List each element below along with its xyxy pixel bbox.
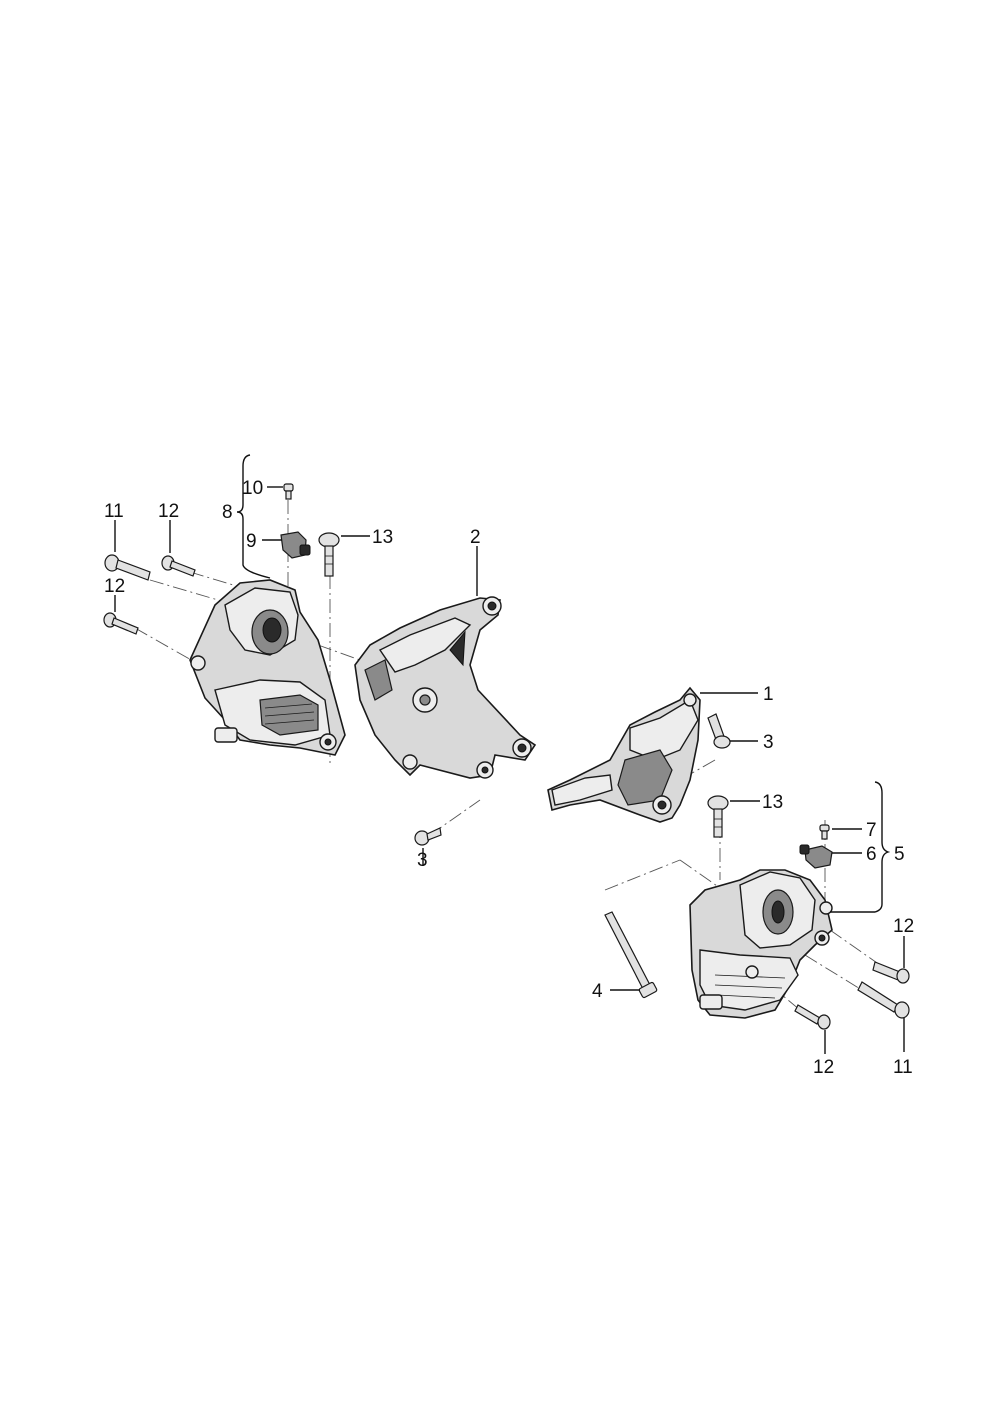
bolt-3-right: [707, 713, 731, 749]
callout-11-right: 11: [893, 1057, 913, 1078]
left-engine-mount: [189, 579, 346, 756]
callout-2: 2: [470, 527, 481, 548]
callout-11-left: 11: [104, 501, 124, 522]
bracket-2: [354, 596, 537, 779]
assembly-braces: [236, 454, 891, 913]
callout-12-left-lower: 12: [104, 576, 125, 597]
screw-10: [283, 483, 294, 500]
callout-12-left-upper: 12: [158, 501, 179, 522]
callout-13-left: 13: [372, 527, 393, 548]
leader-lines: [114, 486, 905, 1054]
callout-labels: 11 12 12 8 10 9 13 2 3 1 3 13 7 6 5 4 12…: [104, 478, 914, 1078]
fasteners: [103, 483, 910, 1030]
bolt-4: [604, 911, 658, 999]
bolt-11-left: [104, 554, 151, 581]
callout-5: 5: [894, 844, 905, 865]
callout-3-left: 3: [417, 850, 428, 871]
clip-6: [799, 844, 833, 869]
callout-8: 8: [222, 502, 233, 523]
right-engine-mount: [689, 869, 833, 1019]
bolt-3-left: [414, 827, 442, 846]
bolt-13-right: [707, 795, 729, 838]
bracket-1: [547, 686, 701, 823]
bolt-13-left: [318, 532, 340, 577]
bolt-11-right: [857, 981, 910, 1019]
screw-7: [819, 824, 830, 840]
callout-12-right-lower: 12: [813, 1057, 834, 1078]
callout-12-right-upper: 12: [893, 916, 914, 937]
clip-9: [280, 531, 311, 559]
bolt-12-left-lower: [103, 612, 139, 635]
bolt-12-left-upper: [161, 555, 196, 577]
callout-7: 7: [866, 820, 877, 841]
bolt-12-right-upper: [872, 961, 910, 984]
callout-1: 1: [763, 684, 774, 705]
callout-3-right: 3: [763, 732, 774, 753]
callout-6: 6: [866, 844, 877, 865]
bolt-12-right-lower: [794, 1004, 831, 1030]
callout-10: 10: [242, 478, 263, 499]
callout-13-right: 13: [762, 792, 783, 813]
callout-4: 4: [592, 981, 603, 1002]
callout-9: 9: [246, 531, 257, 552]
